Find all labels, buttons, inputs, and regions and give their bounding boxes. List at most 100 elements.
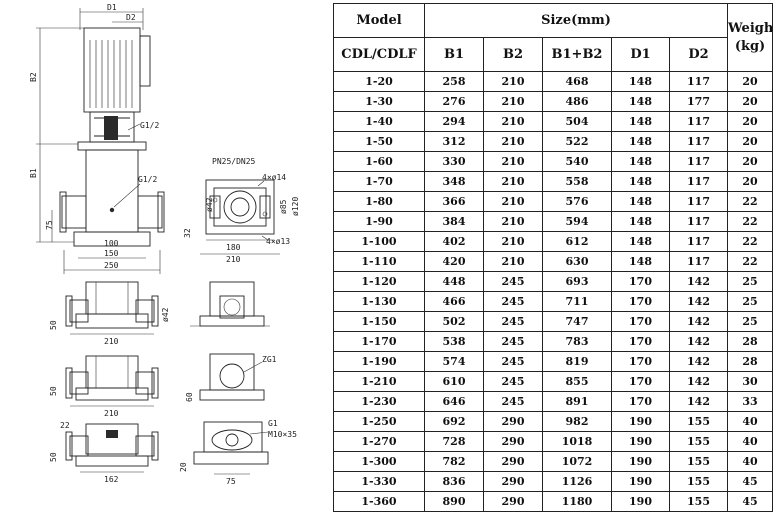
b1-b2-cell: 982 <box>542 411 612 432</box>
dim-32-label: 32 <box>183 228 192 238</box>
b2-cell: 290 <box>483 451 543 472</box>
technical-drawings: D1 D2 G1/2 G1/2 <box>29 3 300 486</box>
b1-b2-cell: 504 <box>542 111 612 132</box>
b1-b2-cell: 855 <box>542 371 612 392</box>
d1-cell: 170 <box>611 311 670 332</box>
model-cell: 1-60 <box>333 151 425 172</box>
b1-b2-cell: 747 <box>542 311 612 332</box>
b1-cell: 448 <box>424 271 484 292</box>
s3-dim-50-label: 50 <box>49 386 58 396</box>
b1-cell: 276 <box>424 91 484 112</box>
model-cell: 1-330 <box>333 471 425 492</box>
model-cell: 1-70 <box>333 171 425 192</box>
d1-cell: 190 <box>611 431 670 452</box>
b2-cell: 210 <box>483 211 543 232</box>
weight-cell: 20 <box>727 91 774 112</box>
casing-front-view-2: 50 210 ø42 <box>49 281 170 346</box>
b1-cell: 502 <box>424 311 484 332</box>
b1-b2-cell: 594 <box>542 211 612 232</box>
b2-cell: 245 <box>483 331 543 352</box>
b1-b2-cell: 558 <box>542 171 612 192</box>
d2-cell: 155 <box>668 491 729 512</box>
d1-cell: 170 <box>611 331 670 352</box>
b1-b2-cell: 693 <box>542 271 612 292</box>
b1-cell: 836 <box>424 471 484 492</box>
s2-phi42-label: ø42 <box>161 307 170 322</box>
d2-cell: 117 <box>668 191 729 212</box>
dim-b2-label: B2 <box>29 72 38 82</box>
model-cell: 1-270 <box>333 431 425 452</box>
casing-front-view-4: 22 50 162 <box>49 421 159 484</box>
b1-b2-cell: 1072 <box>542 451 612 472</box>
b2-cell: 210 <box>483 151 543 172</box>
dim-210a-label: 210 <box>226 255 241 264</box>
weight-cell: 28 <box>727 331 774 352</box>
b1-header: B1 <box>424 37 484 72</box>
b2-cell: 210 <box>483 191 543 212</box>
b1-cell: 366 <box>424 191 484 212</box>
d1-cell: 190 <box>611 451 670 472</box>
dim-250-label: 250 <box>104 261 119 270</box>
d1-cell: 148 <box>611 171 670 192</box>
b2-cell: 245 <box>483 271 543 292</box>
model-cell: 1-90 <box>333 211 425 232</box>
b2-cell: 245 <box>483 351 543 372</box>
s3-dim-210-label: 210 <box>104 409 119 418</box>
b1-cell: 728 <box>424 431 484 452</box>
holes-13-label: 4×ø13 <box>266 237 290 246</box>
model-cell: 1-50 <box>333 131 425 152</box>
model-cell: 1-230 <box>333 391 425 412</box>
b1-cell: 384 <box>424 211 484 232</box>
b1-b2-cell: 522 <box>542 131 612 152</box>
b1-cell: 574 <box>424 351 484 372</box>
d1-cell: 148 <box>611 131 670 152</box>
b1-cell: 610 <box>424 371 484 392</box>
phi120-label: ø120 <box>291 197 300 216</box>
b1-b2-cell: 540 <box>542 151 612 172</box>
d1-cell: 170 <box>611 371 670 392</box>
base-top-view-drawing: PN25/DN25 4×ø14 ø42 ø85 ø120 32 180 210 … <box>183 157 300 264</box>
d2-cell: 117 <box>668 151 729 172</box>
d2-cell: 142 <box>668 351 729 372</box>
d1-cell: 170 <box>611 391 670 412</box>
d1-cell: 148 <box>611 91 670 112</box>
b1-cell: 420 <box>424 251 484 272</box>
weight-cell: 20 <box>727 171 774 192</box>
s4-dim-20-label: 20 <box>179 462 188 472</box>
weight-cell: 28 <box>727 351 774 372</box>
model-cell: 1-150 <box>333 311 425 332</box>
dim-180-label: 180 <box>226 243 241 252</box>
d2-cell: 142 <box>668 291 729 312</box>
holes-14-label: 4×ø14 <box>262 173 286 182</box>
casing-side-view-3: ZG1 60 <box>185 353 277 402</box>
weight-cell: 20 <box>727 111 774 132</box>
d2-cell: 117 <box>668 131 729 152</box>
d2-cell: 117 <box>668 171 729 192</box>
d1-cell: 148 <box>611 151 670 172</box>
d1-cell: 148 <box>611 251 670 272</box>
series-header: CDL/CDLF <box>333 37 425 72</box>
b2-cell: 210 <box>483 251 543 272</box>
b1-cell: 330 <box>424 151 484 172</box>
model-cell: 1-40 <box>333 111 425 132</box>
b1-b2-cell: 1126 <box>542 471 612 492</box>
pn-dn-label: PN25/DN25 <box>212 157 256 166</box>
d2-cell: 142 <box>668 371 729 392</box>
weight-cell: 20 <box>727 131 774 152</box>
model-cell: 1-80 <box>333 191 425 212</box>
model-cell: 1-250 <box>333 411 425 432</box>
d2-cell: 117 <box>668 231 729 252</box>
b2-cell: 290 <box>483 491 543 512</box>
weight-cell: 25 <box>727 311 774 332</box>
weight-cell: 20 <box>727 71 774 92</box>
